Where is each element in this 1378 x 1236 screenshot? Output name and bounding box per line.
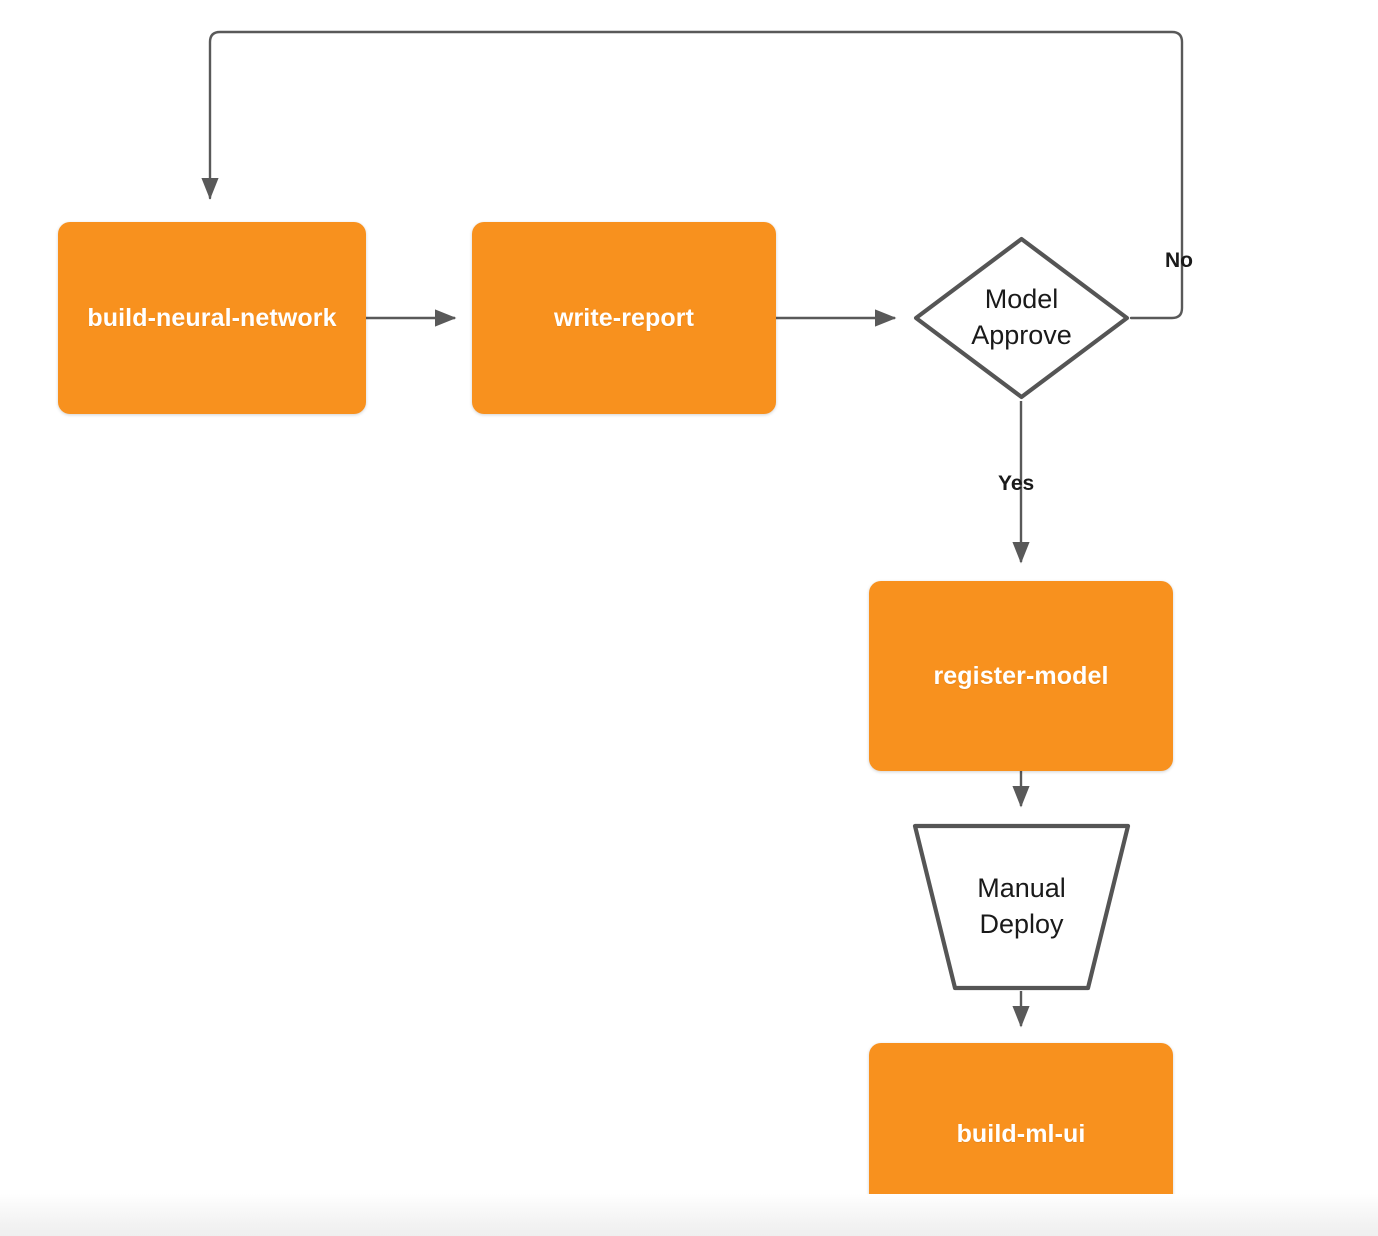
diamond-shape — [913, 236, 1130, 400]
edge-label-no: No — [1165, 249, 1193, 272]
node-manual-deploy[interactable]: Manual Deploy — [912, 823, 1131, 991]
node-write-report[interactable]: write-report — [472, 222, 776, 414]
node-build-ml-ui[interactable]: build-ml-ui — [869, 1043, 1173, 1233]
node-label-build-ml-ui: build-ml-ui — [956, 1119, 1086, 1148]
node-label-register-model: register-model — [933, 661, 1109, 690]
node-model-approve[interactable]: Model Approve — [912, 235, 1131, 401]
edge-model-approve-no-loop — [201, 30, 1184, 320]
node-register-model[interactable]: register-model — [869, 581, 1173, 771]
node-label-build-neural-network: build-neural-network — [87, 303, 337, 332]
node-label-write-report: write-report — [553, 303, 695, 332]
edge-label-yes: Yes — [998, 472, 1035, 495]
node-build-neural-network[interactable]: build-neural-network — [58, 222, 366, 414]
trapezoid-shape — [912, 823, 1131, 991]
